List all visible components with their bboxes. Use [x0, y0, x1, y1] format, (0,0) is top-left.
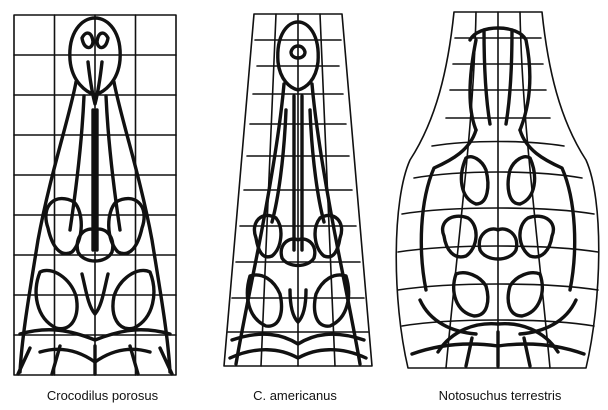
- caption-notosuchus-terrestris: Notosuchus terrestris: [395, 386, 605, 406]
- panel-notosuchus-terrestris: [396, 12, 599, 368]
- grid-square: [14, 15, 176, 375]
- panel-c-americanus: [224, 14, 372, 366]
- panel-crocodylus-porosus: [14, 15, 176, 375]
- caption-c-americanus: C. americanus: [210, 386, 380, 406]
- caption-crocodylus-porosus: Crocodilus porosus: [10, 386, 195, 406]
